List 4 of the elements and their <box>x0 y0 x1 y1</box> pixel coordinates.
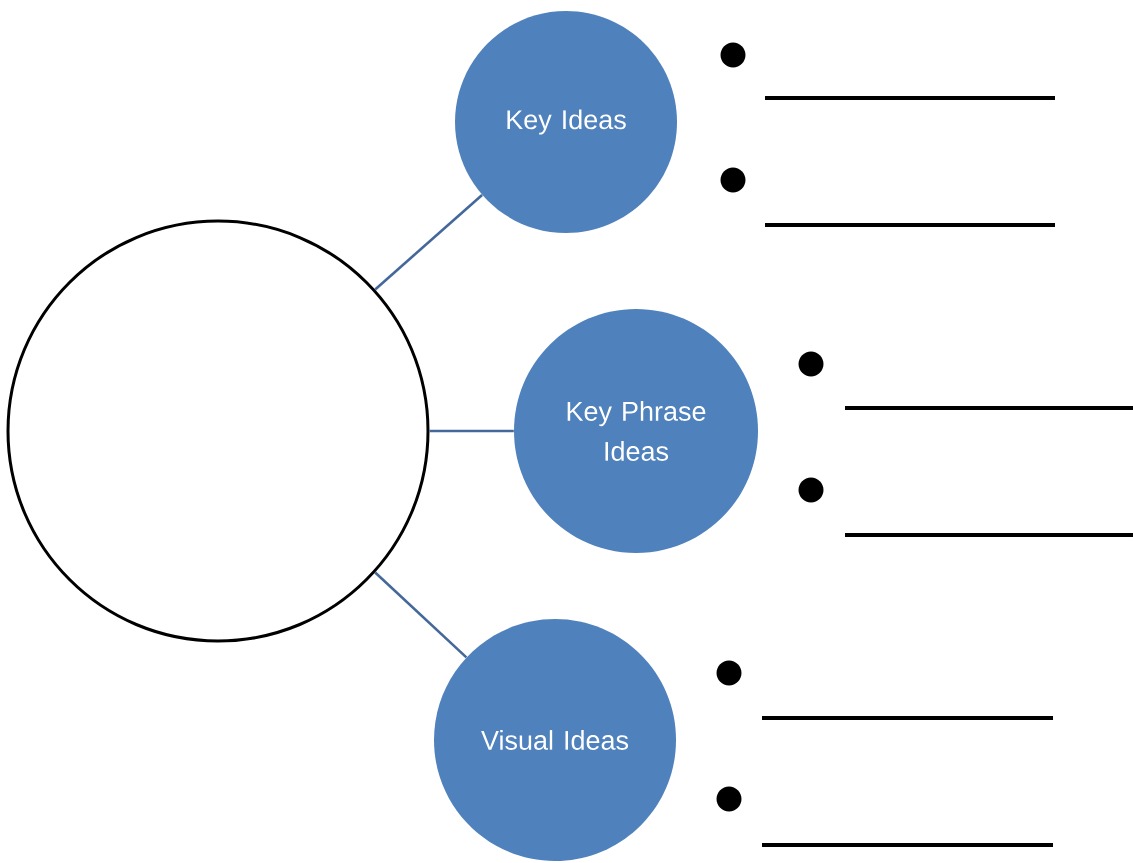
connector-line <box>374 571 468 659</box>
center-circle <box>6 219 430 643</box>
connector-line <box>374 194 483 291</box>
connector-line <box>429 429 514 433</box>
